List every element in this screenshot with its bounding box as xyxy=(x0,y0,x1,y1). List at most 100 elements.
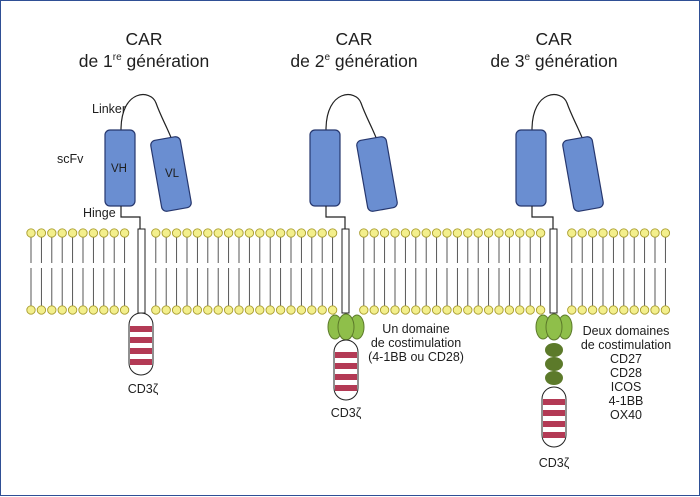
lipid-head xyxy=(587,305,598,315)
gen3-costim-line1: Deux domaines xyxy=(583,324,670,338)
lipid-head xyxy=(26,305,36,315)
lipid-head xyxy=(213,305,223,315)
car-generation-2: CAR de 2e génération CD3ζ Un domaine de … xyxy=(290,29,464,420)
gen3-costim-icos: ICOS xyxy=(611,380,642,394)
lipid-head xyxy=(525,305,535,315)
lipid-head xyxy=(255,305,265,315)
lipid-head xyxy=(265,228,275,238)
lipid-head xyxy=(400,305,411,315)
gen3-costim-domain-2 xyxy=(545,343,563,385)
lipid-head xyxy=(619,228,629,238)
lipid-head xyxy=(317,305,327,315)
lipid-head xyxy=(57,228,67,238)
gen2-costim-domain xyxy=(327,313,365,341)
lipid-head xyxy=(639,305,650,315)
gen3-costim-line2: de costimulation xyxy=(581,338,671,352)
gen3-costim-cd28: CD28 xyxy=(610,366,642,380)
lipid-head xyxy=(463,305,473,315)
lipid-head xyxy=(161,305,171,315)
lipid-head xyxy=(494,305,504,315)
lipid-head xyxy=(431,228,442,238)
gen3-vh-domain xyxy=(515,129,547,207)
lipid-head xyxy=(369,228,379,238)
vh-label: VH xyxy=(111,163,127,175)
lipid-head xyxy=(88,305,99,315)
lipid-head xyxy=(275,228,286,238)
lipid-head xyxy=(660,228,671,238)
lipid-head xyxy=(213,228,223,238)
lipid-head xyxy=(57,305,67,315)
lipid-head xyxy=(182,228,192,238)
lipid-head xyxy=(608,228,619,238)
gen2-title-line2: de 2e génération xyxy=(290,51,417,71)
lipid-head xyxy=(421,305,431,315)
lipid-head xyxy=(379,228,390,238)
lipid-head xyxy=(327,228,338,238)
gen2-costim-line2: de costimulation xyxy=(371,336,461,350)
gen3-linker xyxy=(531,94,584,141)
gen3-costim-41bb: 4-1BB xyxy=(609,394,644,408)
lipid-head xyxy=(379,305,390,315)
lipid-head xyxy=(67,305,78,315)
gen1-title-line1: CAR xyxy=(126,29,163,49)
lipid-head xyxy=(161,228,171,238)
gen3-costim-cd27: CD27 xyxy=(610,352,642,366)
lipid-head xyxy=(452,305,463,315)
lipid-head xyxy=(234,228,244,238)
lipid-head xyxy=(151,228,161,238)
gen1-vl-domain xyxy=(150,136,192,212)
car-generation-1: CAR de 1re génération VH VL Linker scFv … xyxy=(57,29,209,396)
gen2-vl-domain xyxy=(356,136,398,212)
gen2-title-line1: CAR xyxy=(336,29,373,49)
gen2-transmembrane xyxy=(341,228,350,314)
gen2-cd3z-domain xyxy=(333,339,359,401)
lipid-head xyxy=(171,305,182,315)
gen3-cd3z-label: CD3ζ xyxy=(539,456,570,470)
gen2-cd3z-label: CD3ζ xyxy=(331,406,362,420)
lipid-head xyxy=(608,305,619,315)
lipid-head xyxy=(629,305,639,315)
lipid-head xyxy=(473,228,483,238)
gen2-linker xyxy=(325,94,378,141)
hinge-label: Hinge xyxy=(83,206,116,220)
lipid-head xyxy=(494,228,504,238)
lipid-head xyxy=(577,305,587,315)
lipid-head xyxy=(223,228,234,238)
lipid-head xyxy=(109,305,119,315)
lipid-head xyxy=(629,228,639,238)
lipid-head xyxy=(587,228,598,238)
lipid-head xyxy=(515,228,525,238)
lipid-head xyxy=(307,228,317,238)
lipid-head xyxy=(36,305,47,315)
lipid-head xyxy=(411,228,421,238)
lipid-head xyxy=(182,305,192,315)
lipid-head xyxy=(234,305,244,315)
lipid-head xyxy=(78,305,88,315)
lipid-head xyxy=(67,228,78,238)
lipid-head xyxy=(296,228,307,238)
gen1-transmembrane xyxy=(137,228,146,314)
lipid-head xyxy=(577,228,587,238)
lipid-head xyxy=(390,228,400,238)
lipid-head xyxy=(431,305,442,315)
lipid-head xyxy=(504,228,515,238)
lipid-head xyxy=(223,305,234,315)
lipid-head xyxy=(286,305,296,315)
gen1-cd3z-domain xyxy=(128,312,154,376)
gen3-hinge xyxy=(531,206,554,229)
gen1-cd3z-label: CD3ζ xyxy=(128,382,159,396)
lipid-head xyxy=(567,228,577,238)
lipid-head xyxy=(327,305,338,315)
lipid-head xyxy=(639,228,650,238)
gen1-title-line2: de 1re génération xyxy=(79,51,210,71)
cell-membrane xyxy=(26,228,671,315)
lipid-head xyxy=(78,228,88,238)
lipid-head xyxy=(442,228,452,238)
lipid-head xyxy=(99,305,109,315)
lipid-head xyxy=(119,228,130,238)
vl-label: VL xyxy=(165,168,180,180)
gen2-costim-line3: (4-1BB ou CD28) xyxy=(368,350,464,364)
lipid-head xyxy=(99,228,109,238)
lipid-head xyxy=(452,228,463,238)
